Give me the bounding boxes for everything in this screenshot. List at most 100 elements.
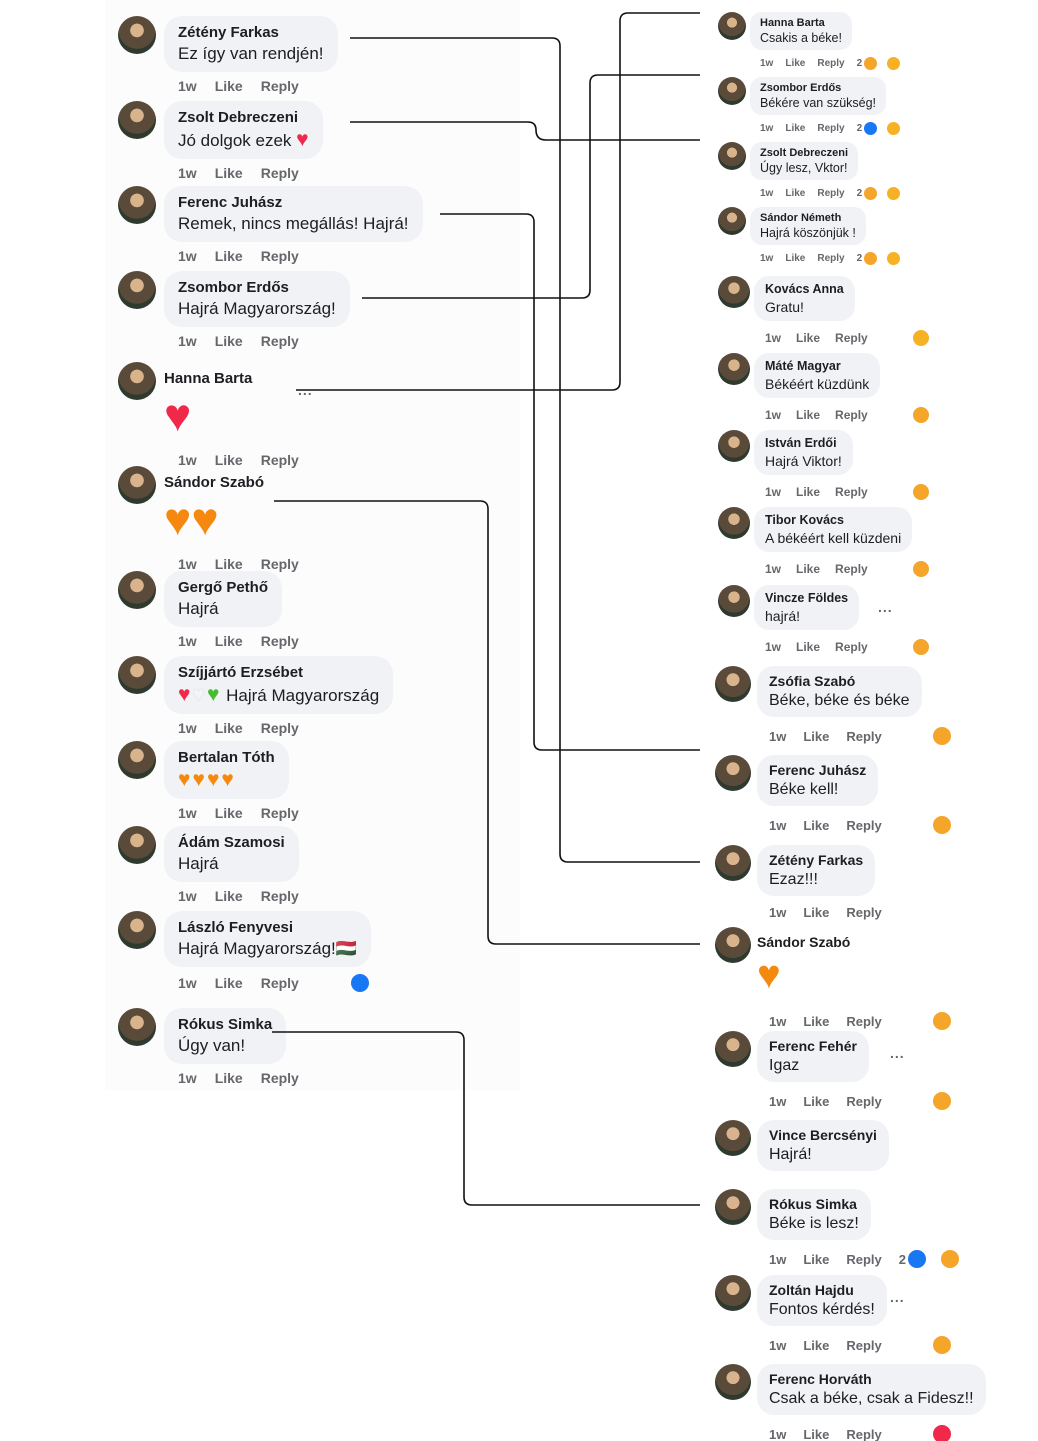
avatar[interactable]: [118, 186, 156, 224]
reaction-summary[interactable]: 2: [857, 186, 914, 201]
reply-button[interactable]: Reply: [846, 728, 882, 744]
like-button[interactable]: Like: [214, 805, 243, 821]
reply-button[interactable]: Reply: [260, 975, 299, 991]
reply-button[interactable]: Reply: [835, 562, 868, 576]
avatar[interactable]: [718, 142, 746, 170]
more-options-icon[interactable]: ...: [298, 382, 313, 398]
like-button[interactable]: Like: [796, 331, 821, 345]
reply-button[interactable]: Reply: [835, 408, 868, 422]
reaction-summary[interactable]: [912, 560, 945, 578]
avatar[interactable]: [718, 353, 750, 385]
like-button[interactable]: Like: [214, 556, 243, 572]
like-button[interactable]: Like: [803, 1337, 830, 1353]
avatar[interactable]: [118, 16, 156, 54]
commenter-name[interactable]: Zsolt Debreczeni: [760, 147, 849, 159]
reply-button[interactable]: Reply: [846, 1093, 882, 1109]
commenter-name[interactable]: Zétény Farkas: [178, 24, 279, 41]
avatar[interactable]: [118, 362, 156, 400]
like-button[interactable]: Like: [214, 452, 243, 468]
commenter-name[interactable]: Ferenc Fehér: [769, 1038, 857, 1054]
reply-button[interactable]: Reply: [835, 640, 868, 654]
like-button[interactable]: Like: [803, 1251, 830, 1267]
reaction-summary[interactable]: [912, 329, 945, 347]
avatar[interactable]: [118, 271, 156, 309]
commenter-name[interactable]: László Fenyvesi: [178, 919, 294, 936]
reply-button[interactable]: Reply: [817, 58, 845, 69]
commenter-name[interactable]: Szíjjártó Erzsébet: [178, 664, 304, 681]
avatar[interactable]: [715, 755, 751, 791]
reaction-summary[interactable]: [932, 815, 969, 835]
reply-button[interactable]: Reply: [260, 333, 299, 349]
commenter-name[interactable]: István Erdői: [765, 436, 837, 450]
commenter-name[interactable]: Hanna Barta: [760, 17, 825, 29]
reaction-summary[interactable]: [912, 638, 945, 656]
reply-button[interactable]: Reply: [260, 1070, 299, 1086]
like-button[interactable]: Like: [803, 905, 830, 920]
commenter-name[interactable]: Ferenc Juhász: [769, 762, 867, 778]
commenter-name[interactable]: Zsófia Szabó: [769, 673, 856, 689]
like-button[interactable]: Like: [214, 720, 243, 736]
reaction-summary[interactable]: [932, 726, 969, 746]
like-button[interactable]: Like: [785, 253, 806, 264]
more-options-icon[interactable]: ...: [890, 1045, 905, 1061]
like-button[interactable]: Like: [803, 817, 830, 833]
like-button[interactable]: Like: [214, 248, 243, 264]
commenter-name[interactable]: Zsolt Debreczeni: [178, 109, 299, 126]
commenter-name[interactable]: Ádám Szamosi: [178, 834, 285, 851]
commenter-name[interactable]: Sándor Szabó: [757, 934, 851, 950]
commenter-name[interactable]: Máté Magyar: [765, 359, 841, 373]
avatar[interactable]: [118, 656, 156, 694]
commenter-name[interactable]: Ferenc Horváth: [769, 1371, 872, 1387]
avatar[interactable]: [118, 1008, 156, 1046]
reply-button[interactable]: Reply: [835, 331, 868, 345]
avatar[interactable]: [118, 101, 156, 139]
reply-button[interactable]: Reply: [260, 888, 299, 904]
commenter-name[interactable]: Hanna Barta: [164, 370, 253, 387]
reaction-summary[interactable]: [932, 1335, 969, 1355]
like-button[interactable]: Like: [214, 1070, 243, 1086]
like-button[interactable]: Like: [803, 1426, 830, 1441]
reply-button[interactable]: Reply: [846, 1426, 882, 1441]
more-options-icon[interactable]: ...: [890, 1289, 905, 1305]
reply-button[interactable]: Reply: [817, 253, 845, 264]
reaction-summary[interactable]: [932, 1011, 969, 1031]
avatar[interactable]: [118, 571, 156, 609]
like-button[interactable]: Like: [803, 728, 830, 744]
reaction-summary[interactable]: 2: [857, 56, 914, 71]
commenter-name[interactable]: Zsombor Erdős: [760, 82, 842, 94]
reply-button[interactable]: Reply: [846, 1013, 882, 1029]
reply-button[interactable]: Reply: [260, 452, 299, 468]
commenter-name[interactable]: Vince Bercsényi: [769, 1127, 877, 1143]
commenter-name[interactable]: Kovács Anna: [765, 282, 844, 296]
reply-button[interactable]: Reply: [835, 485, 868, 499]
reply-button[interactable]: Reply: [260, 248, 299, 264]
more-options-icon[interactable]: ...: [878, 599, 893, 615]
reply-button[interactable]: Reply: [846, 817, 882, 833]
avatar[interactable]: [118, 826, 156, 864]
like-button[interactable]: Like: [796, 640, 821, 654]
like-button[interactable]: Like: [796, 562, 821, 576]
reply-button[interactable]: Reply: [846, 1251, 882, 1267]
reply-button[interactable]: Reply: [846, 1337, 882, 1353]
avatar[interactable]: [718, 507, 750, 539]
reaction-summary[interactable]: [932, 1424, 969, 1441]
commenter-name[interactable]: Ferenc Juhász: [178, 194, 283, 211]
like-button[interactable]: Like: [785, 123, 806, 134]
avatar[interactable]: [715, 1120, 751, 1156]
avatar[interactable]: [715, 927, 751, 963]
commenter-name[interactable]: Gergő Pethő: [178, 579, 269, 596]
avatar[interactable]: [715, 666, 751, 702]
commenter-name[interactable]: Tibor Kovács: [765, 513, 844, 527]
like-button[interactable]: Like: [785, 188, 806, 199]
reaction-summary[interactable]: 2: [857, 251, 914, 266]
reply-button[interactable]: Reply: [846, 905, 882, 920]
avatar[interactable]: [718, 207, 746, 235]
reaction-summary[interactable]: [912, 483, 945, 501]
commenter-name[interactable]: Sándor Szabó: [164, 474, 265, 491]
avatar[interactable]: [718, 585, 750, 617]
reaction-summary[interactable]: [350, 973, 388, 993]
commenter-name[interactable]: Rókus Simka: [769, 1196, 857, 1212]
commenter-name[interactable]: Bertalan Tóth: [178, 749, 275, 766]
avatar[interactable]: [718, 276, 750, 308]
avatar[interactable]: [715, 1189, 751, 1225]
